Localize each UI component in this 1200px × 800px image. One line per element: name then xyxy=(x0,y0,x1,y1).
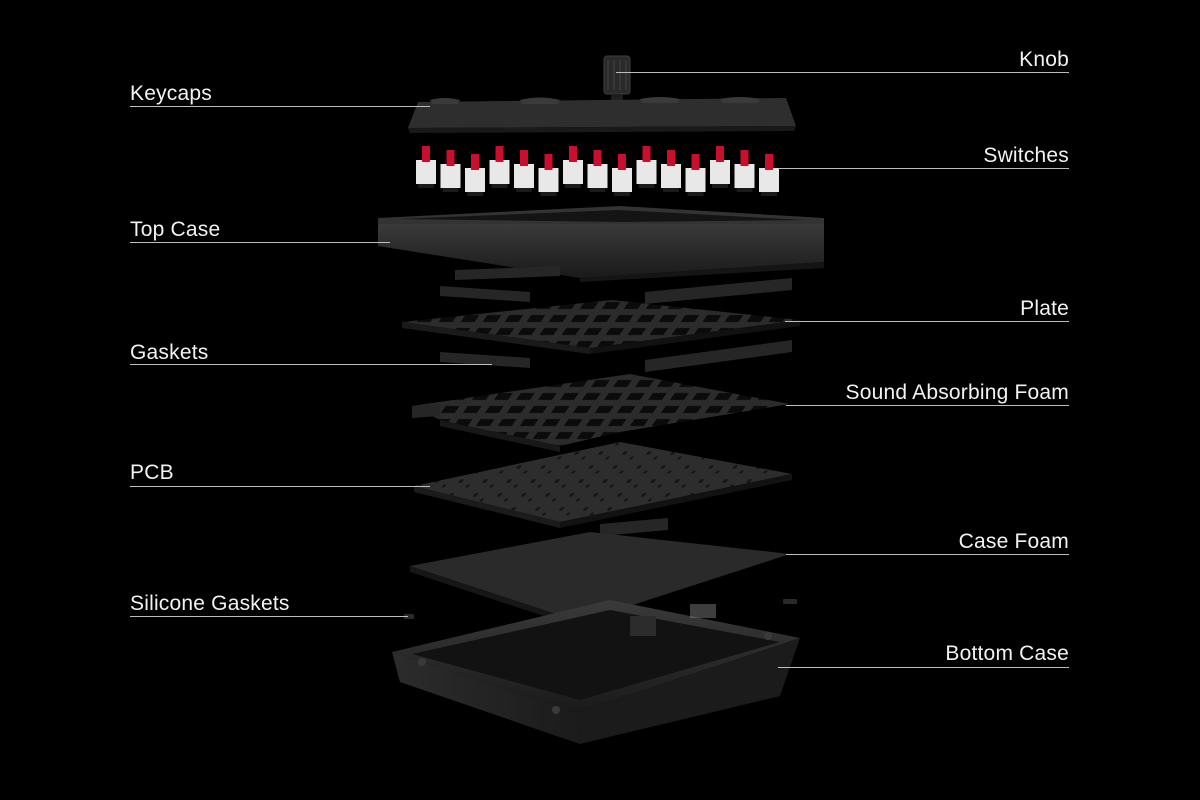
keycaps-leader-line xyxy=(130,106,430,107)
switch-housing xyxy=(440,164,461,188)
top-case-leader-line xyxy=(130,242,390,243)
knob-part xyxy=(603,55,631,102)
pcb-label: PCB xyxy=(130,461,174,484)
switch-base xyxy=(614,192,630,196)
switch-base xyxy=(712,184,728,188)
switch-stem xyxy=(446,150,455,166)
silicone-gaskets-leader-line xyxy=(130,616,408,617)
switch-housing xyxy=(636,160,657,184)
switch-housing xyxy=(563,160,583,184)
switch-stem xyxy=(716,146,724,162)
switch-stem xyxy=(740,150,749,166)
switch-base xyxy=(467,192,483,196)
knob-label: Knob xyxy=(1019,48,1069,71)
switch-housing xyxy=(759,168,779,192)
switch-stem xyxy=(520,150,528,166)
case-foam-leader-line xyxy=(786,554,1069,555)
switches-leader-line xyxy=(778,168,1069,169)
switch-housing xyxy=(612,168,632,192)
bottom-case-part xyxy=(392,600,800,744)
switch-base xyxy=(761,192,777,196)
switch-housing xyxy=(538,168,559,192)
switch-base xyxy=(565,184,581,188)
switch-housing xyxy=(514,164,534,188)
plate-label: Plate xyxy=(1020,297,1069,320)
switch-stem xyxy=(422,146,430,162)
sound-absorbing-foam-part xyxy=(412,374,790,452)
switch-base xyxy=(589,188,606,192)
switch-base xyxy=(540,192,557,196)
pcb-leader-line xyxy=(130,486,430,487)
top-case-label: Top Case xyxy=(130,218,221,241)
switch-stem xyxy=(593,150,602,166)
switch-stem xyxy=(544,154,553,170)
gaskets-label: Gaskets xyxy=(130,341,209,364)
switch-housing xyxy=(685,168,706,192)
switch-housing xyxy=(416,160,436,184)
pcb-part xyxy=(414,442,792,528)
switch-housing xyxy=(489,160,510,184)
switch-stem xyxy=(691,154,700,170)
switch-stem xyxy=(642,146,651,162)
gaskets-part xyxy=(440,266,792,372)
gaskets-leader-line xyxy=(130,364,492,365)
switch-housing xyxy=(587,164,608,188)
plate-leader-line xyxy=(785,321,1069,322)
switch-housing xyxy=(465,168,485,192)
switch-housing xyxy=(710,160,730,184)
switch-stem xyxy=(569,146,577,162)
silicone-gaskets-part xyxy=(404,599,797,619)
bottom-case-label: Bottom Case xyxy=(945,642,1069,665)
keycaps-part xyxy=(408,97,796,133)
top-case-part xyxy=(378,206,824,282)
switches-label: Switches xyxy=(983,144,1069,167)
sound-absorbing-foam-label: Sound Absorbing Foam xyxy=(845,381,1069,404)
switch-housing xyxy=(734,164,755,188)
knob-leader-line xyxy=(616,72,1069,73)
switch-base xyxy=(736,188,753,192)
switch-stem xyxy=(765,154,773,170)
switch-base xyxy=(638,184,655,188)
switch-stem xyxy=(495,146,504,162)
bottom-case-leader-line xyxy=(778,667,1069,668)
switch-stem xyxy=(618,154,626,170)
switch-stem xyxy=(667,150,675,166)
switch-base xyxy=(442,188,459,192)
switch-base xyxy=(663,188,679,192)
keycaps-label: Keycaps xyxy=(130,82,212,105)
switch-housing xyxy=(661,164,681,188)
switches-part xyxy=(416,146,779,196)
switch-base xyxy=(687,192,704,196)
switch-stem xyxy=(471,154,479,170)
plate-part xyxy=(402,300,800,354)
silicone-gaskets-label: Silicone Gaskets xyxy=(130,592,290,615)
switch-base xyxy=(491,184,508,188)
switch-base xyxy=(516,188,532,192)
sound-absorbing-foam-leader-line xyxy=(786,405,1069,406)
switch-base xyxy=(418,184,434,188)
case-foam-part xyxy=(410,518,790,628)
case-foam-label: Case Foam xyxy=(958,530,1069,553)
